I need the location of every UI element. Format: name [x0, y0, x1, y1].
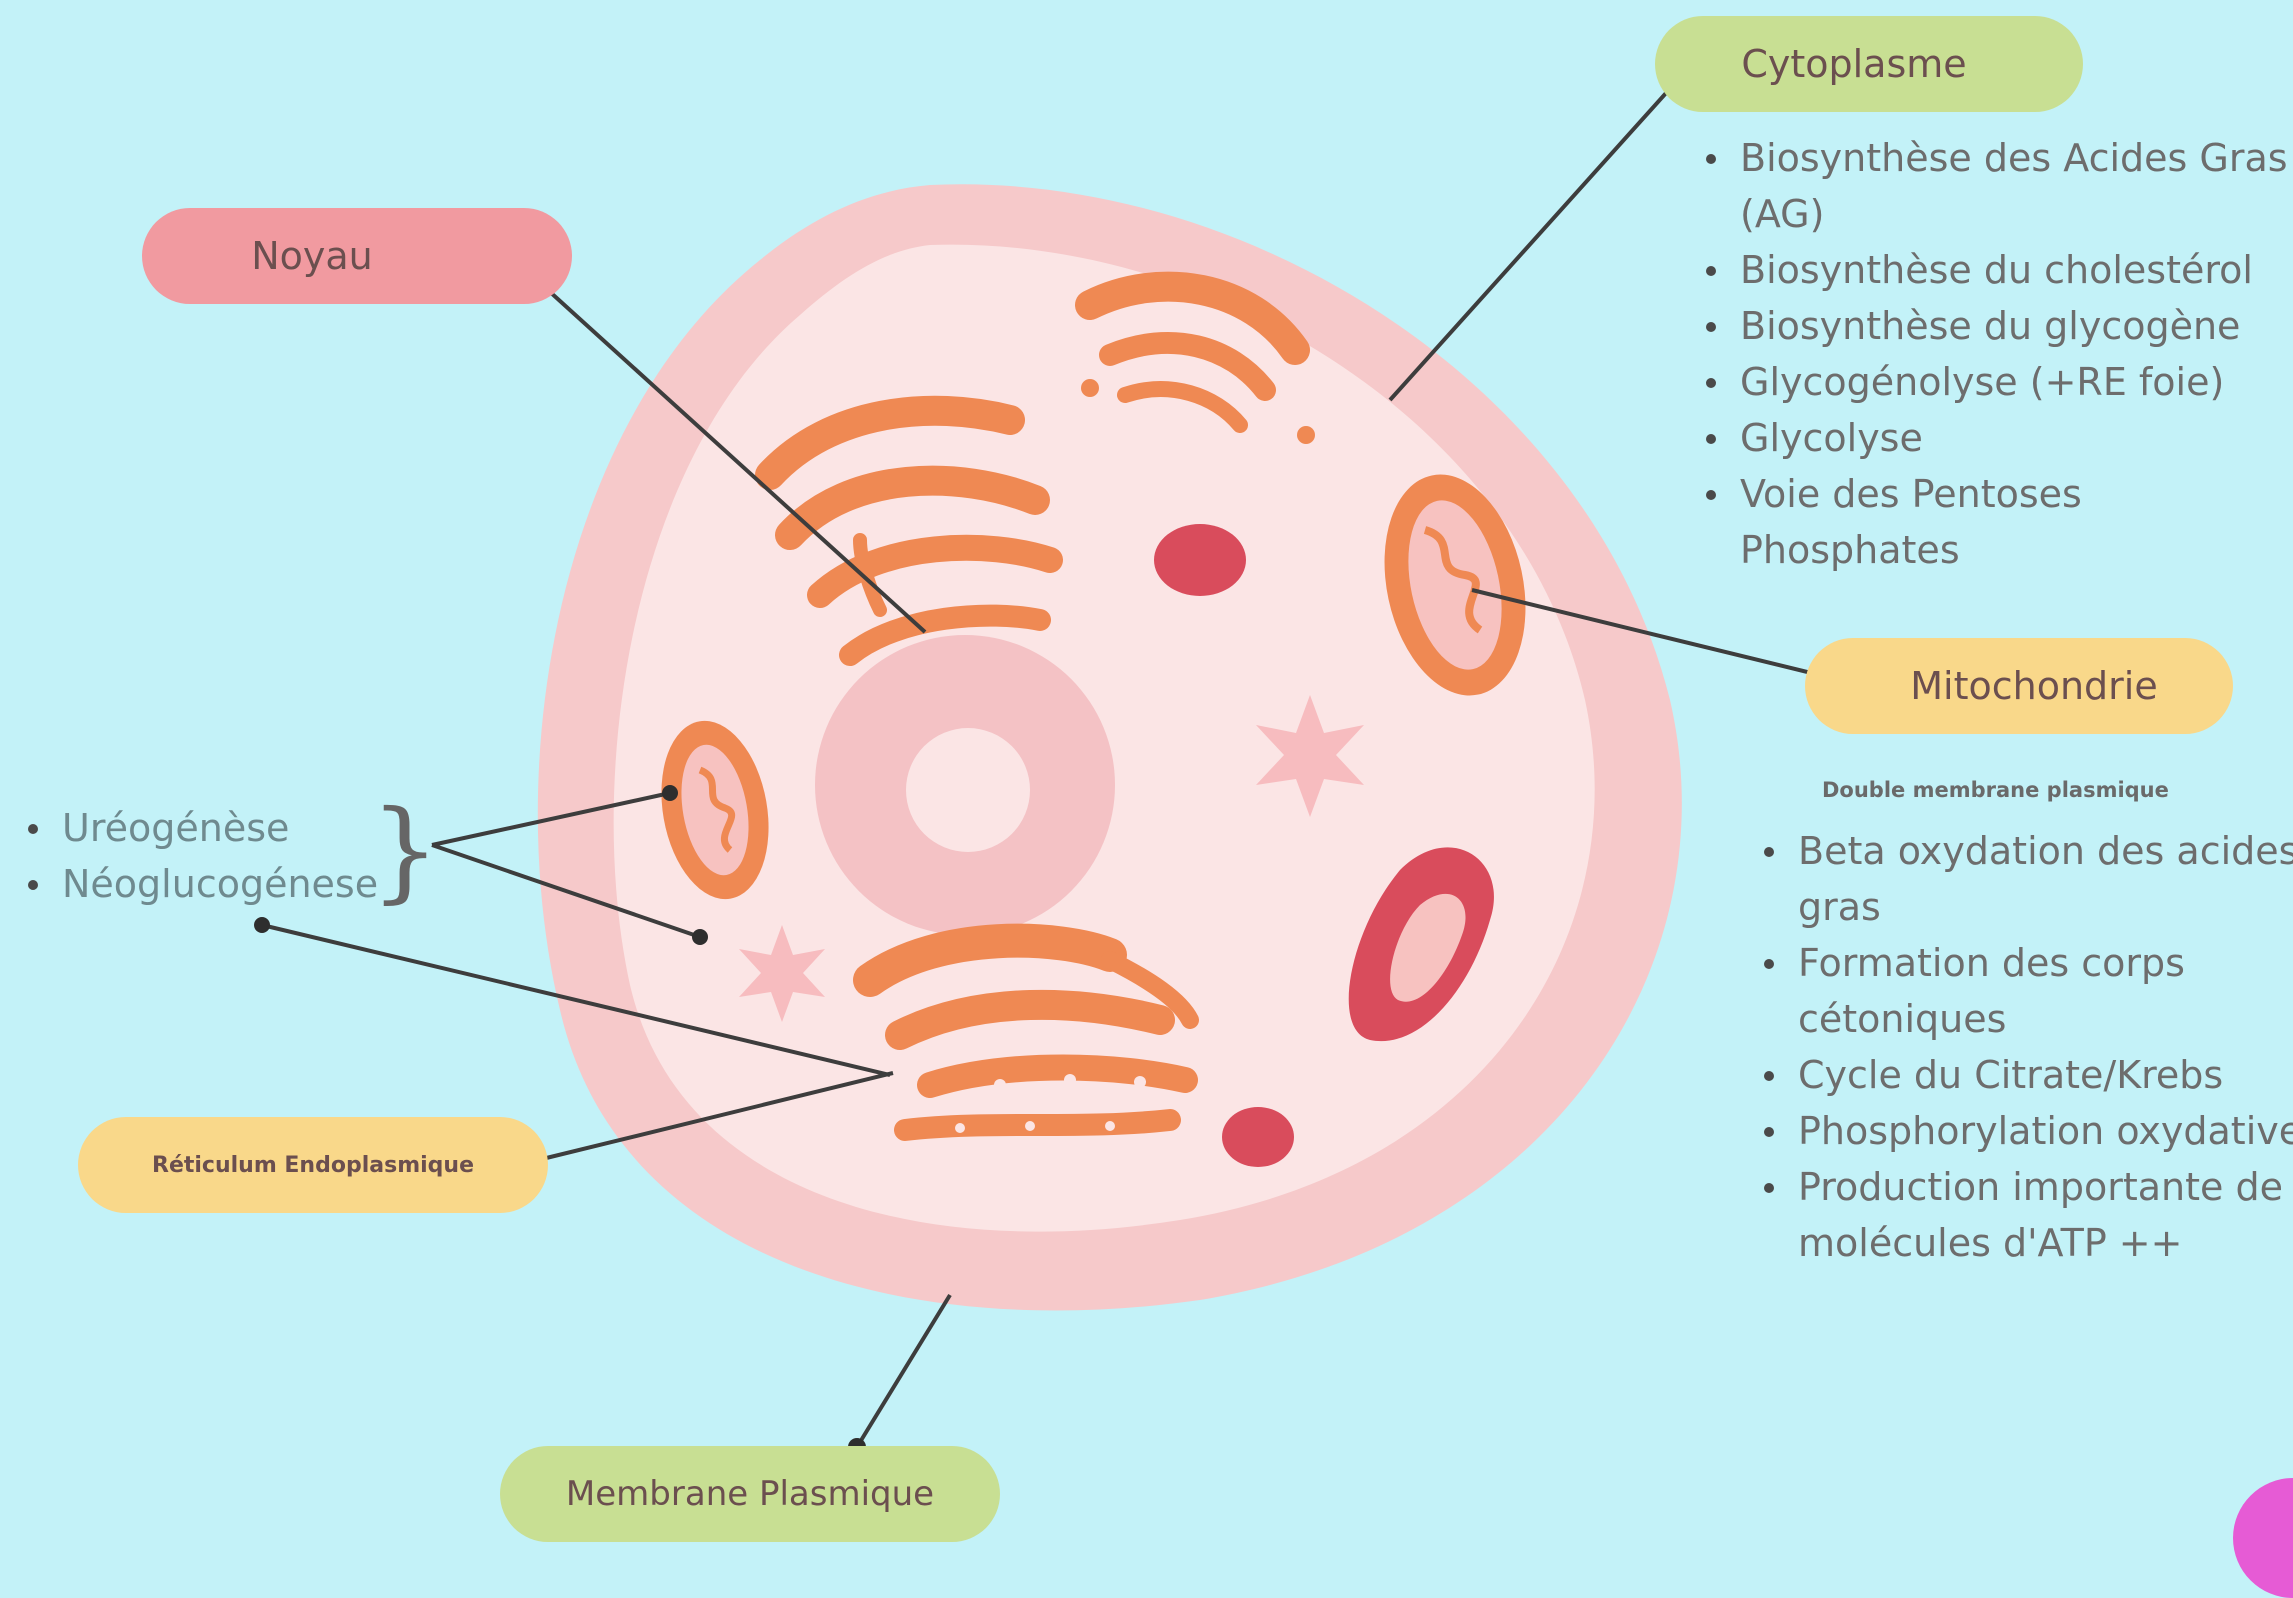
mitochondrie-function-list: Beta oxydation des acides gras Formation…	[1758, 823, 2293, 1271]
list-item: Cycle du Citrate/Krebs	[1798, 1047, 2293, 1103]
list-item: Biosynthèse des Acides Gras (AG)	[1740, 130, 2293, 242]
list-item: Glycogénolyse (+RE foie)	[1740, 354, 2293, 410]
list-item: Voie des Pentoses Phosphates	[1740, 466, 2120, 578]
list-item: Biosynthèse du glycogène	[1740, 298, 2293, 354]
list-item: Formation des corps cétoniques	[1798, 935, 2218, 1047]
label-mitochondrie-text: Mitochondrie	[1910, 664, 2157, 708]
brace-symbol: }	[370, 795, 440, 905]
label-mitochondrie: Mitochondrie	[1805, 638, 2233, 734]
list-item: Uréogénèse	[62, 800, 422, 856]
list-item: Biosynthèse du cholestérol	[1740, 242, 2293, 298]
label-reticulum: Réticulum Endoplasmique	[78, 1117, 548, 1213]
list-item: Production importante de molécules d'ATP…	[1798, 1159, 2293, 1271]
label-cytoplasme-text: Cytoplasme	[1741, 42, 1966, 86]
mitochondrie-note: Double membrane plasmique	[1822, 778, 2169, 802]
list-item: Glycolyse	[1740, 410, 2293, 466]
cytoplasme-function-list: Biosynthèse des Acides Gras (AG) Biosynt…	[1700, 130, 2293, 578]
label-noyau: Noyau	[142, 208, 572, 304]
list-item: Beta oxydation des acides gras	[1798, 823, 2293, 935]
label-reticulum-text: Réticulum Endoplasmique	[152, 1153, 474, 1178]
shared-function-list: Uréogénèse Néoglucogénese	[22, 800, 422, 912]
list-item: Phosphorylation oxydative	[1798, 1103, 2293, 1159]
label-cytoplasme: Cytoplasme	[1655, 16, 2083, 112]
label-membrane: Membrane Plasmique	[500, 1446, 1000, 1542]
nucleolus	[906, 728, 1030, 852]
label-noyau-text: Noyau	[251, 234, 373, 278]
list-item: Néoglucogénese	[62, 856, 422, 912]
label-membrane-text: Membrane Plasmique	[566, 1474, 934, 1514]
